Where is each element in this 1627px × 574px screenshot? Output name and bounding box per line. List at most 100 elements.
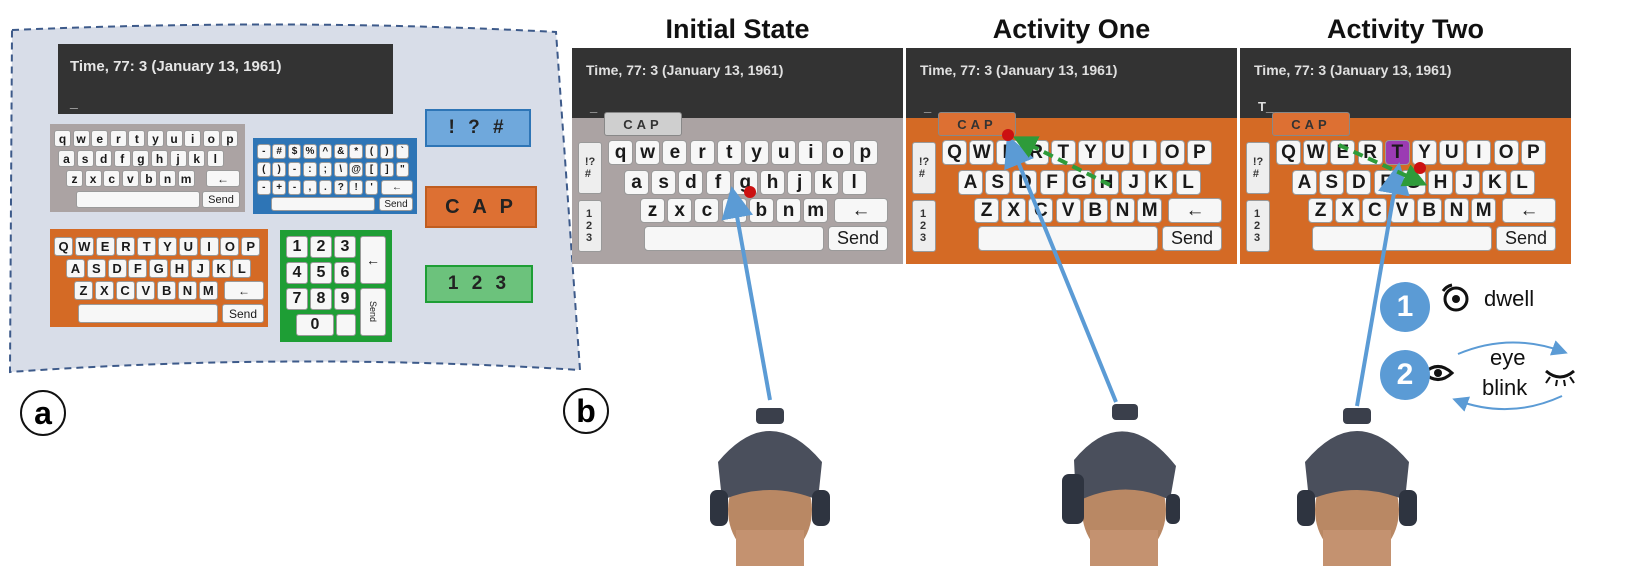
key-r[interactable]: r: [109, 130, 127, 147]
key-j[interactable]: J: [1121, 170, 1147, 195]
key-q[interactable]: Q: [54, 237, 73, 256]
send-key[interactable]: Send: [379, 197, 413, 211]
key-)[interactable]: ): [380, 144, 394, 159]
key-q[interactable]: q: [608, 140, 633, 165]
key-n[interactable]: N: [1110, 198, 1135, 223]
symbols-side-key[interactable]: !?#: [912, 142, 936, 194]
key--[interactable]: -: [287, 162, 302, 177]
key-o[interactable]: O: [220, 237, 240, 256]
key-%[interactable]: %: [303, 144, 317, 159]
key-h[interactable]: h: [151, 150, 168, 167]
key-&[interactable]: &: [334, 144, 348, 159]
key-w[interactable]: w: [72, 130, 90, 147]
key-)[interactable]: ): [272, 162, 286, 177]
key-p[interactable]: p: [852, 140, 878, 165]
key-t[interactable]: t: [716, 140, 742, 165]
key-7[interactable]: 7: [286, 288, 308, 310]
key-d[interactable]: d: [95, 150, 113, 167]
numbers-side-key[interactable]: 123: [578, 200, 602, 252]
key-t[interactable]: t: [128, 130, 146, 147]
key-p[interactable]: p: [221, 130, 239, 147]
key-m[interactable]: M: [1471, 198, 1497, 223]
key-d[interactable]: D: [107, 259, 127, 278]
send-key[interactable]: Send: [222, 304, 264, 323]
key-i[interactable]: I: [199, 237, 219, 256]
key-e[interactable]: e: [91, 130, 109, 147]
key-`[interactable]: `: [395, 144, 410, 159]
key-v[interactable]: v: [121, 170, 139, 187]
key-m[interactable]: m: [803, 198, 829, 223]
key-*[interactable]: *: [349, 144, 363, 159]
key-b[interactable]: B: [1082, 198, 1108, 223]
key-y[interactable]: Y: [1412, 140, 1437, 165]
key-j[interactable]: j: [169, 150, 187, 167]
key-y[interactable]: y: [147, 130, 164, 147]
key-s[interactable]: s: [76, 150, 94, 167]
key-a[interactable]: A: [958, 170, 983, 195]
key-i[interactable]: i: [798, 140, 824, 165]
key-l[interactable]: L: [1509, 170, 1535, 195]
key-\[interactable]: \: [334, 162, 348, 177]
key-s[interactable]: S: [985, 170, 1011, 195]
key-1[interactable]: 1: [286, 236, 308, 258]
key-t-selected[interactable]: T: [1384, 140, 1410, 165]
key-d[interactable]: d: [678, 170, 704, 195]
key-w[interactable]: W: [969, 140, 995, 165]
key-f[interactable]: F: [1039, 170, 1065, 195]
backspace-key[interactable]: ←: [360, 236, 386, 284]
space-bar[interactable]: [978, 226, 1158, 251]
key-i[interactable]: I: [1466, 140, 1492, 165]
key-i[interactable]: i: [184, 130, 202, 147]
key-x[interactable]: x: [84, 170, 102, 187]
key-n[interactable]: n: [776, 198, 801, 223]
key-l[interactable]: l: [841, 170, 867, 195]
key-![interactable]: !: [349, 180, 363, 195]
key-p[interactable]: P: [1186, 140, 1212, 165]
key-a[interactable]: A: [1292, 170, 1317, 195]
key-t[interactable]: T: [137, 237, 157, 256]
key-l[interactable]: l: [206, 150, 224, 167]
key-e[interactable]: e: [662, 140, 688, 165]
key-4[interactable]: 4: [286, 262, 308, 284]
key-c[interactable]: C: [115, 281, 135, 300]
key-w[interactable]: W: [1303, 140, 1329, 165]
key-?[interactable]: ?: [334, 180, 348, 195]
key-c[interactable]: c: [694, 198, 720, 223]
key-"[interactable]: ": [395, 162, 410, 177]
key-^[interactable]: ^: [318, 144, 333, 159]
key-x[interactable]: X: [1335, 198, 1361, 223]
key-m[interactable]: m: [177, 170, 195, 187]
key-l[interactable]: L: [232, 259, 252, 278]
key-k[interactable]: K: [1482, 170, 1508, 195]
key-n[interactable]: N: [1444, 198, 1469, 223]
key-s[interactable]: s: [651, 170, 677, 195]
key-x[interactable]: X: [94, 281, 114, 300]
key-k[interactable]: K: [1148, 170, 1174, 195]
key-a[interactable]: A: [66, 259, 85, 278]
key-h[interactable]: h: [760, 170, 785, 195]
symbols-side-key[interactable]: !?#: [578, 142, 602, 194]
key-w[interactable]: W: [74, 237, 94, 256]
key-z[interactable]: z: [66, 170, 83, 187]
key-q[interactable]: Q: [1276, 140, 1301, 165]
key-g[interactable]: g: [132, 150, 150, 167]
key-e[interactable]: E: [95, 237, 115, 256]
key-9[interactable]: 9: [334, 288, 356, 310]
space-bar[interactable]: [76, 191, 200, 208]
key-m[interactable]: M: [198, 281, 218, 300]
key-v[interactable]: V: [136, 281, 156, 300]
cap-button[interactable]: CAP: [604, 112, 682, 136]
key-m[interactable]: M: [1137, 198, 1163, 223]
key-@[interactable]: @: [349, 162, 363, 177]
key-2[interactable]: 2: [310, 236, 332, 258]
key-x[interactable]: X: [1001, 198, 1027, 223]
key-;[interactable]: ;: [318, 162, 333, 177]
key-'[interactable]: ': [364, 180, 379, 195]
key--[interactable]: -: [257, 144, 271, 159]
key-d[interactable]: D: [1346, 170, 1372, 195]
key-w[interactable]: w: [635, 140, 661, 165]
key-o[interactable]: o: [825, 140, 851, 165]
key-b[interactable]: b: [140, 170, 158, 187]
numbers-mode-button[interactable]: 1 2 3: [425, 265, 533, 303]
key-f[interactable]: f: [113, 150, 131, 167]
